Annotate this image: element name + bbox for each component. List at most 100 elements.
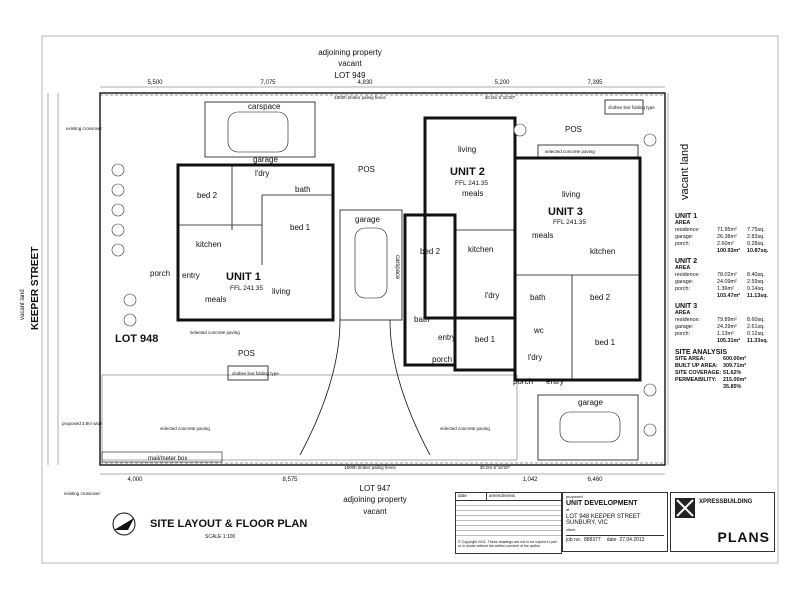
site-val: 51.62% bbox=[723, 370, 742, 376]
vacant-bottom: vacant bbox=[363, 507, 387, 516]
u3-ldry: l'dry bbox=[528, 353, 542, 362]
area-sq: 2.61sq. bbox=[747, 324, 765, 330]
area-total-spacer bbox=[675, 293, 717, 300]
proposed-label: proposed bbox=[566, 494, 583, 499]
u1-ldry: l'dry bbox=[255, 169, 269, 178]
shrub bbox=[123, 313, 137, 327]
u1-meals: meals bbox=[205, 295, 226, 304]
site-row: SITE AREA:600.00m² bbox=[675, 356, 775, 363]
site-row: SITE COVERAGE:51.62% bbox=[675, 370, 775, 377]
area-sq: 2.59sq. bbox=[747, 279, 765, 285]
site-key: SITE COVERAGE: bbox=[675, 370, 722, 376]
address-2: SUNBURY, VIC bbox=[566, 520, 608, 526]
address-1: LOT 948 KEEPER STREET bbox=[566, 513, 641, 520]
project-name: UNIT DEVELOPMENT bbox=[566, 499, 638, 507]
u3-ffl: FFL 241.35 bbox=[553, 219, 586, 226]
unit2-garage bbox=[339, 209, 403, 321]
client-label: client bbox=[566, 526, 576, 532]
dim-bottom-3: 1,042 bbox=[522, 477, 538, 483]
u3-kitchen: kitchen bbox=[590, 247, 615, 256]
site-row: 35.85% bbox=[675, 384, 775, 391]
site-analysis-title: SITE ANALYSIS bbox=[675, 349, 727, 356]
title-block-company: XPRESSBUILDING PLANS bbox=[670, 492, 775, 552]
area-key: garage: bbox=[675, 279, 694, 285]
shrub bbox=[111, 183, 125, 197]
job-no: 888377 bbox=[584, 537, 601, 543]
shrub bbox=[111, 243, 125, 257]
site-key: BUILT UP AREA: bbox=[675, 363, 718, 369]
clothes-line-u3 bbox=[604, 99, 644, 115]
area-total-val: 105.31m² bbox=[717, 338, 741, 344]
u3-wc: wc bbox=[533, 326, 544, 335]
col-amendments: amendments bbox=[489, 493, 516, 498]
u2-garage: garage bbox=[355, 215, 380, 224]
vacant-top: vacant bbox=[338, 59, 362, 68]
copyright-note: © Copyright 2011. These drawings are not… bbox=[458, 540, 557, 548]
u1-bed1: bed 1 bbox=[290, 223, 311, 232]
paving-bottom bbox=[101, 374, 518, 461]
u1-living: living bbox=[272, 287, 290, 296]
area-key: residence: bbox=[675, 227, 700, 233]
area-total-val: 100.93m² bbox=[717, 248, 741, 254]
area-sq: 0.28sq. bbox=[747, 241, 765, 247]
keeper-street-label: KEEPER STREET bbox=[30, 247, 41, 330]
unit2-bed1-box bbox=[453, 316, 517, 372]
u3-bath: bath bbox=[530, 293, 546, 302]
unit3-garage bbox=[537, 394, 639, 461]
unit2-outline-left bbox=[403, 213, 457, 367]
u1-pos: POS bbox=[238, 349, 255, 358]
u2-bed2: bed 2 bbox=[420, 247, 441, 256]
vacant-land-left: vacant land bbox=[20, 289, 26, 320]
area-sq: 2.83sq. bbox=[747, 234, 765, 240]
vacant-land-right: vacant land bbox=[679, 144, 691, 200]
unit1-carspace bbox=[204, 101, 316, 158]
dim-bottom-2: 8,575 bbox=[282, 477, 298, 483]
u1-bath: bath bbox=[295, 185, 311, 194]
dim-top-2: 7,075 bbox=[260, 80, 276, 86]
u2-ldry: l'dry bbox=[485, 291, 499, 300]
u3-living: living bbox=[562, 190, 580, 199]
amendments-header: date amendments bbox=[456, 493, 561, 501]
mail-meter-box bbox=[101, 451, 223, 463]
site-val: 35.85% bbox=[723, 384, 742, 390]
u2-bed1: bed 1 bbox=[475, 335, 496, 344]
u3-bed1: bed 1 bbox=[595, 338, 616, 347]
area-val: 79.89m² bbox=[717, 317, 737, 323]
u1-name: UNIT 1 bbox=[226, 271, 261, 283]
area-sq: 0.12sq. bbox=[747, 331, 765, 337]
col-date: date bbox=[456, 493, 487, 500]
area-key: garage: bbox=[675, 234, 694, 240]
u3-paving-label: selected concrete paving bbox=[545, 149, 595, 154]
north-arrow-icon bbox=[112, 512, 136, 536]
u2-living: living bbox=[458, 145, 476, 154]
shrub bbox=[643, 423, 657, 437]
shrub bbox=[111, 223, 125, 237]
u3-meals: meals bbox=[532, 231, 553, 240]
at-label: at bbox=[566, 507, 570, 512]
area-row: garage: 26.38m² 2.83sq. bbox=[675, 234, 775, 241]
fence-label-top-right: 30.0m 5°15'20" bbox=[485, 95, 516, 100]
area-val: 26.38m² bbox=[717, 234, 737, 240]
company-logo-icon bbox=[675, 498, 695, 518]
site-key: SITE AREA: bbox=[675, 356, 706, 362]
u2-kitchen: kitchen bbox=[468, 245, 493, 254]
site-row: PERMEABILITY:215.00m² bbox=[675, 377, 775, 384]
unit1-area-sub: AREA bbox=[675, 220, 691, 226]
dim-top-1: 5,500 bbox=[147, 80, 163, 86]
area-key: garage: bbox=[675, 324, 694, 330]
shrub bbox=[513, 123, 527, 137]
u2-porch: porch bbox=[432, 355, 452, 364]
area-val: 1.36m² bbox=[717, 286, 734, 292]
mail-meter-label: mail/meter box bbox=[148, 456, 187, 462]
shrub bbox=[123, 293, 137, 307]
adjoining-bottom: adjoining property bbox=[343, 495, 407, 504]
